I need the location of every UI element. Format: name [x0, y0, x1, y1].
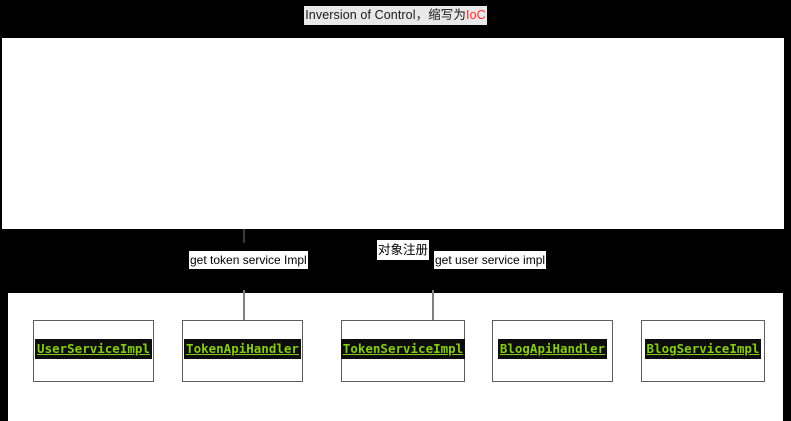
node-label-token-api-handler: TokenApiHandler: [184, 339, 301, 359]
node-label-blog-api-handler: BlogApiHandler: [497, 339, 608, 359]
node-label-token-service-impl: TokenServiceImpl: [340, 339, 466, 359]
node-label-user-service-impl: UserServiceImpl: [35, 339, 152, 359]
title-prefix: Inversion of Control，缩写为: [305, 7, 467, 22]
connector-to-token-service-impl: [432, 290, 434, 321]
title-text: Inversion of Control，缩写为IoC: [304, 5, 487, 25]
connector-to-token-api-handler: [243, 290, 245, 321]
node-blog-api-handler[interactable]: BlogApiHandler: [492, 320, 613, 382]
edge-label-get-token-service-impl: get token service Impl: [189, 251, 308, 269]
title-accent: IoC: [466, 7, 486, 22]
node-token-api-handler[interactable]: TokenApiHandler: [182, 320, 303, 382]
node-user-service-impl[interactable]: UserServiceImpl: [33, 320, 154, 382]
connector-stub-token: [243, 229, 245, 243]
edge-label-object-registration: 对象注册: [377, 240, 430, 260]
top-panel: [2, 38, 784, 229]
node-token-service-impl[interactable]: TokenServiceImpl: [340, 320, 466, 382]
node-blog-service-impl[interactable]: BlogServiceImpl: [641, 320, 765, 382]
edge-label-get-user-service-impl: get user service impl: [434, 251, 547, 269]
diagram-title: Inversion of Control，缩写为IoC: [0, 4, 791, 26]
node-label-blog-service-impl: BlogServiceImpl: [644, 339, 762, 359]
